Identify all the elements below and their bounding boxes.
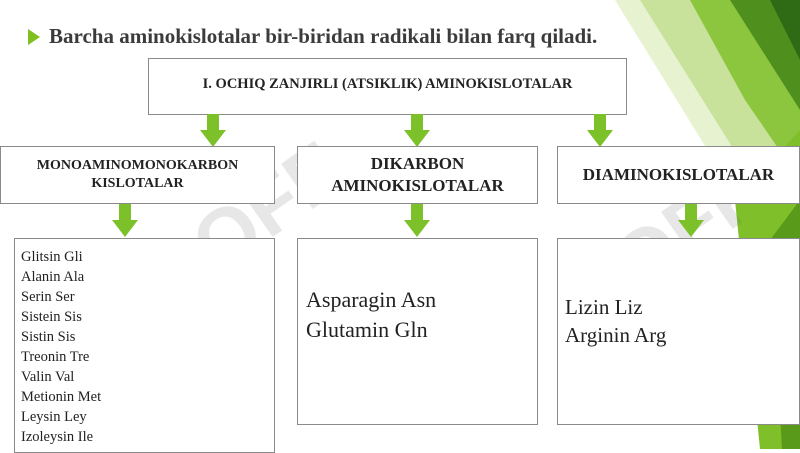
list-item: Leysin Ley — [21, 409, 87, 425]
list-item: Glitsin Gli — [21, 249, 83, 265]
list-item: Sistin Sis — [21, 329, 76, 345]
category-label: MONOAMINOMONOKARBON — [36, 158, 239, 173]
slide-title-row: Barcha aminokislotalar bir-biridan radik… — [28, 24, 597, 49]
list-item: Izoleysin Ile — [21, 429, 94, 445]
slide-title: Barcha aminokislotalar bir-biridan radik… — [49, 24, 598, 48]
category-diamino: DIAMINOKISLOTALAR — [557, 146, 800, 204]
down-arrow-icon — [112, 204, 138, 237]
down-arrow-icon — [678, 204, 704, 237]
down-arrow-icon — [404, 204, 430, 237]
down-arrow-icon — [404, 114, 430, 147]
category-monoaminomonokarbon: MONOAMINOMONOKARBON KISLOTALAR — [0, 146, 275, 204]
category-label: DIAMINOKISLOTALAR — [582, 165, 775, 184]
list-item: Metionin Met — [21, 389, 102, 405]
list-item: Lizin Liz — [565, 295, 643, 319]
amino-acid-list-dikarbon: Asparagin Asn Glutamin Gln — [297, 238, 538, 425]
list-item: Treonin Tre — [21, 349, 90, 365]
category-label: AMINOKISLOTALAR — [331, 176, 504, 195]
list-item: Serin Ser — [21, 289, 75, 305]
category-label: DIKARBON — [370, 154, 465, 173]
list-item: Valin Val — [21, 369, 75, 385]
bullet-arrow-icon — [28, 28, 40, 45]
category-dikarbon: DIKARBON AMINOKISLOTALAR — [297, 146, 538, 204]
amino-acid-list-mono: Glitsin Gli Alanin Ala Serin Ser Sistein… — [14, 238, 275, 453]
down-arrow-icon — [200, 114, 226, 147]
down-arrow-icon — [587, 114, 613, 147]
list-item: Sistein Sis — [21, 309, 82, 325]
list-item: Asparagin Asn — [306, 287, 437, 312]
category-label: KISLOTALAR — [91, 176, 184, 191]
top-category-box: I. OCHIQ ZANJIRLI (ATSIKLIK) AMINOKISLOT… — [148, 58, 627, 115]
list-item: Alanin Ala — [21, 269, 85, 285]
list-item: Glutamin Gln — [306, 317, 428, 342]
amino-acid-list-diamino: Lizin Liz Arginin Arg — [557, 238, 800, 425]
list-item: Arginin Arg — [565, 323, 667, 347]
